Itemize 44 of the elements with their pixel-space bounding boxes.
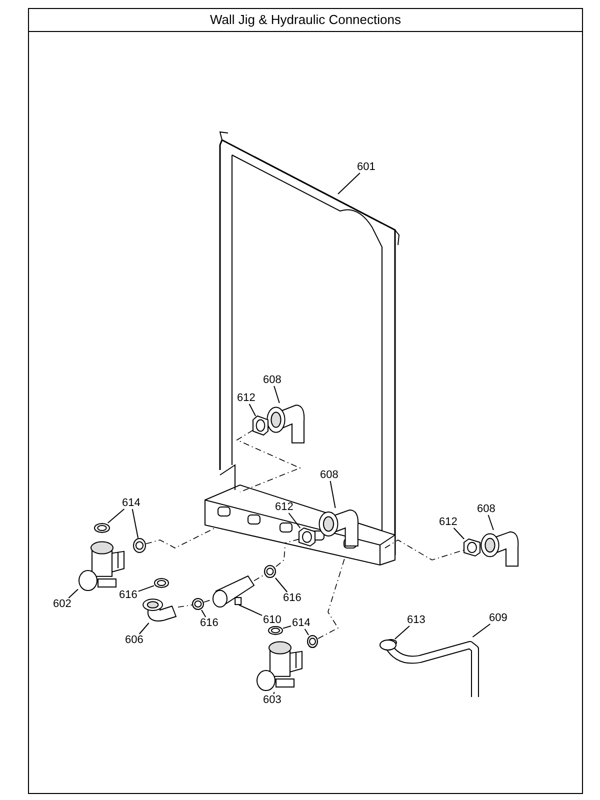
elbow-fitting-drawing xyxy=(142,597,178,623)
leader-line xyxy=(394,626,410,640)
center-line xyxy=(178,604,192,608)
washer-drawing xyxy=(133,538,146,553)
washer-drawing xyxy=(154,578,169,588)
callout-number: 602 xyxy=(52,598,72,610)
callout-number: 603 xyxy=(262,694,282,706)
center-line xyxy=(384,540,464,560)
leader-line xyxy=(107,508,125,524)
callout-number: 616 xyxy=(282,592,302,604)
washer-drawing xyxy=(192,598,204,610)
leader-line xyxy=(282,625,292,629)
center-line xyxy=(146,528,216,548)
leader-line xyxy=(273,692,275,694)
elbow-connector-drawing xyxy=(480,530,520,568)
callout-number: 606 xyxy=(124,634,144,646)
nut-drawing xyxy=(464,539,480,556)
callout-number: 616 xyxy=(199,617,220,629)
callout-number: 616 xyxy=(118,589,138,601)
leader-line xyxy=(453,528,465,540)
washer-drawing xyxy=(307,635,318,648)
leader-line xyxy=(68,588,78,598)
leader-line xyxy=(274,578,288,592)
callout-number: 609 xyxy=(488,612,508,624)
leader-line xyxy=(138,622,150,634)
callout-number: 613 xyxy=(406,614,426,626)
leader-line xyxy=(138,585,154,592)
callout-number: 608 xyxy=(476,503,496,515)
washer-drawing xyxy=(94,523,110,533)
callout-number: 612 xyxy=(438,516,458,528)
leader-line xyxy=(472,624,491,638)
center-line xyxy=(318,556,346,639)
leader-line xyxy=(238,604,262,616)
leader-line xyxy=(201,610,206,618)
leader-line xyxy=(132,508,139,538)
leader-line xyxy=(488,514,494,530)
callout-number: 614 xyxy=(291,617,312,629)
washer-drawing xyxy=(264,565,276,578)
washer-drawing xyxy=(268,626,283,635)
leader-line xyxy=(304,628,310,636)
callout-number: 610 xyxy=(262,614,282,626)
center-line xyxy=(204,599,212,603)
callout-number: 614 xyxy=(121,497,142,509)
center-line xyxy=(254,574,264,582)
